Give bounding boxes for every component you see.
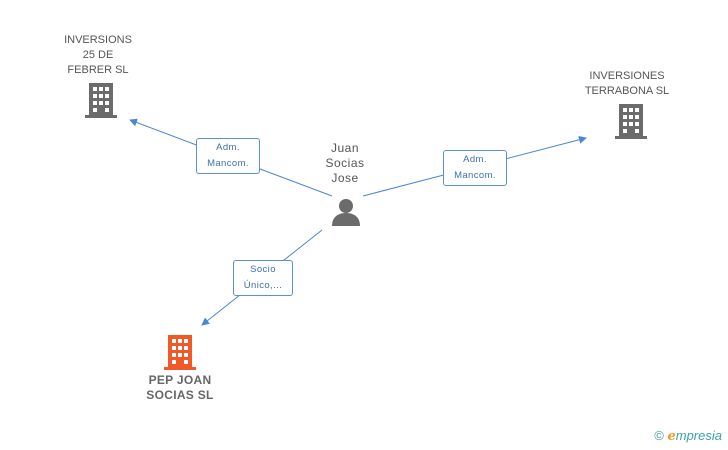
person-icon — [332, 199, 360, 226]
node-label: INVERSIONS 25 DE FEBRER SL — [64, 34, 132, 76]
copyright-symbol: © — [654, 428, 664, 443]
building-icon-highlighted — [164, 335, 196, 370]
node-label: INVERSIONES TERRABONA SL — [584, 70, 670, 97]
node-juan-socias-jose[interactable]: Juan Socias Jose — [305, 141, 385, 186]
brand-footer[interactable]: © empresia — [654, 428, 722, 444]
node-label: PEP JOAN SOCIAS SL — [146, 373, 214, 402]
edge-label-to-inversions-25[interactable]: Adm. Mancom. — [196, 138, 260, 174]
edge-label-to-terrabona[interactable]: Adm. Mancom. — [443, 150, 507, 186]
brand-name: mpresia — [675, 428, 722, 443]
building-icon — [85, 83, 117, 118]
node-label: Juan Socias Jose — [325, 141, 365, 185]
node-inversiones-terrabona[interactable]: INVERSIONES TERRABONA SL — [572, 69, 682, 99]
node-pep-joan-socias[interactable]: PEP JOAN SOCIAS SL — [128, 373, 232, 403]
node-inversions-25-de-febrer[interactable]: INVERSIONS 25 DE FEBRER SL — [48, 33, 148, 78]
building-icon — [615, 104, 647, 139]
edge-label-to-pep-joan[interactable]: Socio Único,... — [233, 260, 293, 296]
brand-logo-e: e — [667, 429, 676, 444]
